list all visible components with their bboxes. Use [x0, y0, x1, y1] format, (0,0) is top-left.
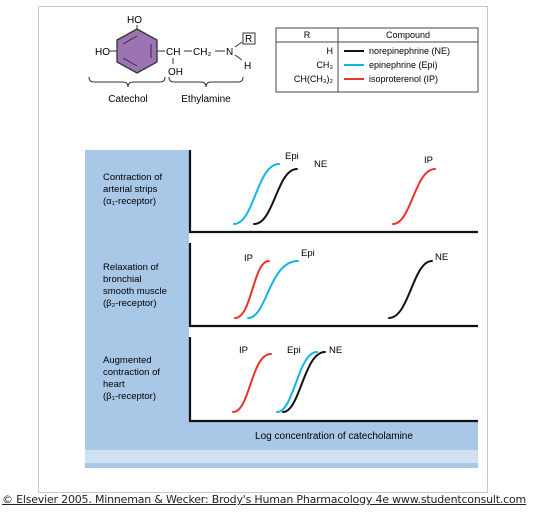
copyright-footer[interactable]: © Elsevier 2005. Minneman & Wecker: Brod… — [2, 493, 527, 506]
label-ip-beta2: IP — [244, 253, 253, 264]
label-ne-beta1: NE — [329, 345, 342, 356]
label-ne-alpha1: NE — [314, 159, 327, 170]
table-compound-epi: epinephrine (Epi) — [369, 60, 438, 70]
plots-area — [189, 150, 478, 422]
curve-epi-beta2 — [247, 260, 299, 319]
hydroxyl-left: HO — [95, 47, 110, 58]
label-epi-beta2: Epi — [301, 248, 315, 259]
table-border — [275, 27, 479, 93]
chemical-structure: HO HO CH CH₂ N R H OH Catechol Ethylamin… — [88, 15, 256, 105]
curve-ip-alpha1 — [392, 168, 436, 225]
panel-1-label: Contraction of arterial strips (α₁-recep… — [103, 172, 165, 207]
table-r-ne: H — [327, 46, 334, 56]
catechol-brace — [88, 76, 166, 88]
ring-double-bond — [122, 57, 138, 67]
side-chain-r: R — [245, 34, 252, 45]
label-ne-beta2: NE — [435, 252, 448, 263]
side-chain-ch2: CH₂ — [193, 47, 211, 58]
ring-double-bond — [122, 35, 138, 45]
table-compound-ip: isoproterenol (IP) — [369, 74, 438, 84]
x-axis-label: Log concentration of catecholamine — [255, 431, 413, 442]
hydroxyl-top: HO — [127, 15, 142, 26]
curve-ip-beta1 — [232, 353, 272, 413]
side-chain-oh: OH — [168, 67, 183, 78]
curve-ne-beta2 — [388, 260, 433, 319]
ethylamine-brace — [168, 76, 244, 88]
catechol-label: Catechol — [108, 94, 147, 105]
curve-epi-beta1 — [276, 351, 318, 413]
curve-ne-alpha1 — [253, 168, 298, 225]
label-epi-alpha1: Epi — [285, 151, 299, 162]
side-chain-h: H — [244, 61, 251, 72]
table-header-r: R — [304, 30, 311, 40]
catecholamine-figure: HO HO CH CH₂ N R H OH Catechol Ethylamin… — [85, 15, 479, 468]
bottom-band-light — [85, 450, 478, 463]
r-group-box — [242, 32, 256, 45]
label-ip-alpha1: IP — [424, 155, 433, 166]
panel-3-label: Augmented contraction of heart (β₁-recep… — [103, 355, 163, 402]
compound-table: R Compound H norepinephrine (NE) CH₃ epi… — [275, 27, 479, 93]
table-r-epi: CH₃ — [316, 60, 333, 70]
label-ip-beta1: IP — [239, 345, 248, 356]
panel-2-label: Relaxation of bronchial smooth muscle (β… — [103, 262, 170, 309]
table-compound-ne: norepinephrine (NE) — [369, 46, 450, 56]
curve-epi-alpha1 — [233, 163, 280, 225]
figure-frame: HO HO CH CH₂ N R H OH Catechol Ethylamin… — [38, 6, 488, 493]
curve-ip-beta2 — [234, 260, 270, 319]
table-r-ip: CH(CH₃)₂ — [294, 74, 334, 84]
side-chain-n: N — [226, 47, 233, 58]
label-epi-beta1: Epi — [287, 345, 301, 356]
table-header-compound: Compound — [386, 30, 430, 40]
ethylamine-label: Ethylamine — [181, 94, 231, 105]
side-chain-ch: CH — [166, 47, 180, 58]
curve-ne-beta1 — [282, 351, 326, 413]
